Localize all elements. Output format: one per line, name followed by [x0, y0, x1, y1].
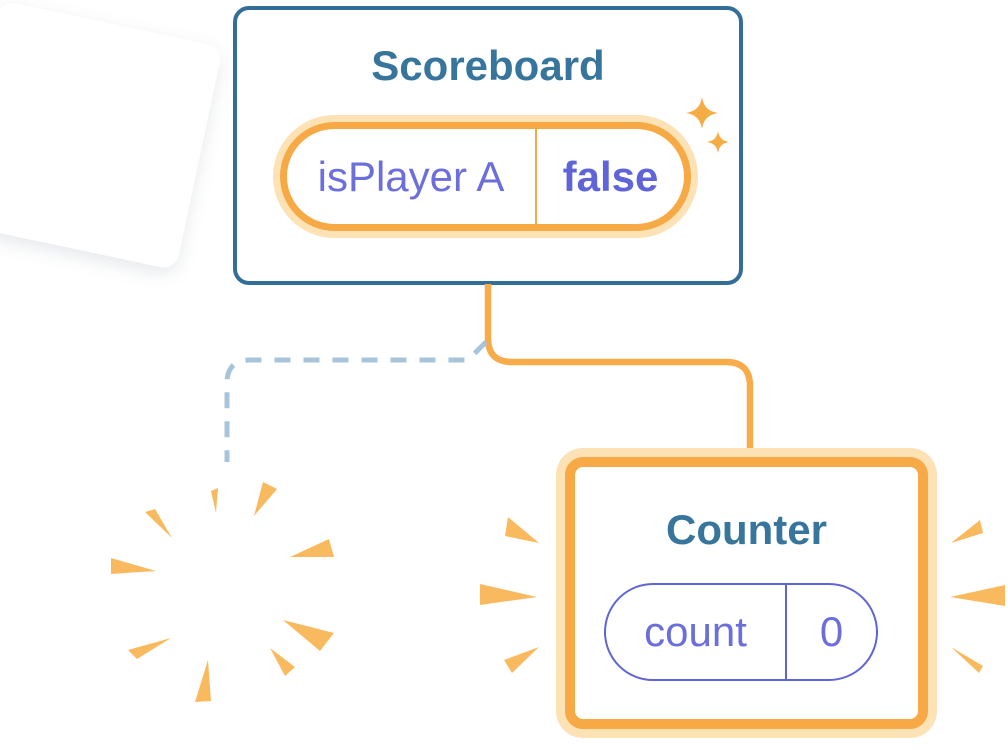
counter-state-pill: count 0 — [604, 583, 878, 681]
scoreboard-card: Scoreboard isPlayer A false — [233, 6, 743, 285]
destroyed-card — [0, 0, 224, 271]
scoreboard-state-key: isPlayer A — [317, 152, 505, 200]
counter-state-value: 0 — [785, 585, 876, 679]
counter-card: Counter count 0 — [565, 457, 928, 729]
counter-title: Counter — [666, 506, 827, 553]
scoreboard-state-value: false — [535, 129, 684, 224]
scoreboard-state-pill: isPlayer A false — [280, 122, 691, 231]
burst-rays-icon — [111, 482, 334, 702]
solid-connector-line — [484, 284, 754, 448]
dashed-connector-line — [224, 340, 488, 462]
counter-state-key: count — [644, 608, 747, 655]
scoreboard-title: Scoreboard — [371, 42, 605, 89]
